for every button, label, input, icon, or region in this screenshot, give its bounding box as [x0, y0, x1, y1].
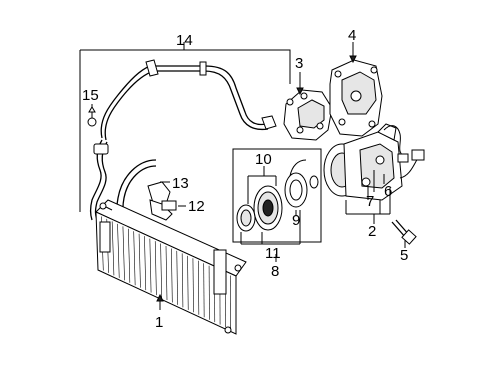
condenser [96, 200, 246, 334]
callout-1[interactable]: 1 [155, 314, 163, 331]
callout-8[interactable]: 8 [271, 263, 279, 280]
bracket-4 [330, 60, 382, 136]
callout-14[interactable]: 14 [176, 32, 193, 49]
callout-3[interactable]: 3 [295, 55, 303, 72]
callout-12[interactable]: 12 [188, 198, 205, 215]
callout-9[interactable]: 9 [292, 212, 300, 229]
callout-7[interactable]: 7 [366, 193, 374, 210]
clutch-pulley [254, 186, 282, 230]
clutch-hub [237, 205, 255, 231]
bolt-5 [392, 220, 416, 244]
callout-4[interactable]: 4 [348, 27, 356, 44]
callout-15[interactable]: 15 [82, 87, 99, 104]
bracket-3 [284, 90, 332, 140]
callout-5[interactable]: 5 [400, 247, 408, 264]
clutch-coil [285, 160, 307, 207]
snap-ring [310, 176, 318, 188]
bolt-15 [88, 107, 96, 126]
callout-2[interactable]: 2 [368, 223, 376, 240]
callout-13[interactable]: 13 [172, 175, 189, 192]
callout-10[interactable]: 10 [255, 151, 272, 168]
callout-6[interactable]: 6 [384, 183, 392, 200]
callout-11[interactable]: 11 [265, 245, 281, 262]
